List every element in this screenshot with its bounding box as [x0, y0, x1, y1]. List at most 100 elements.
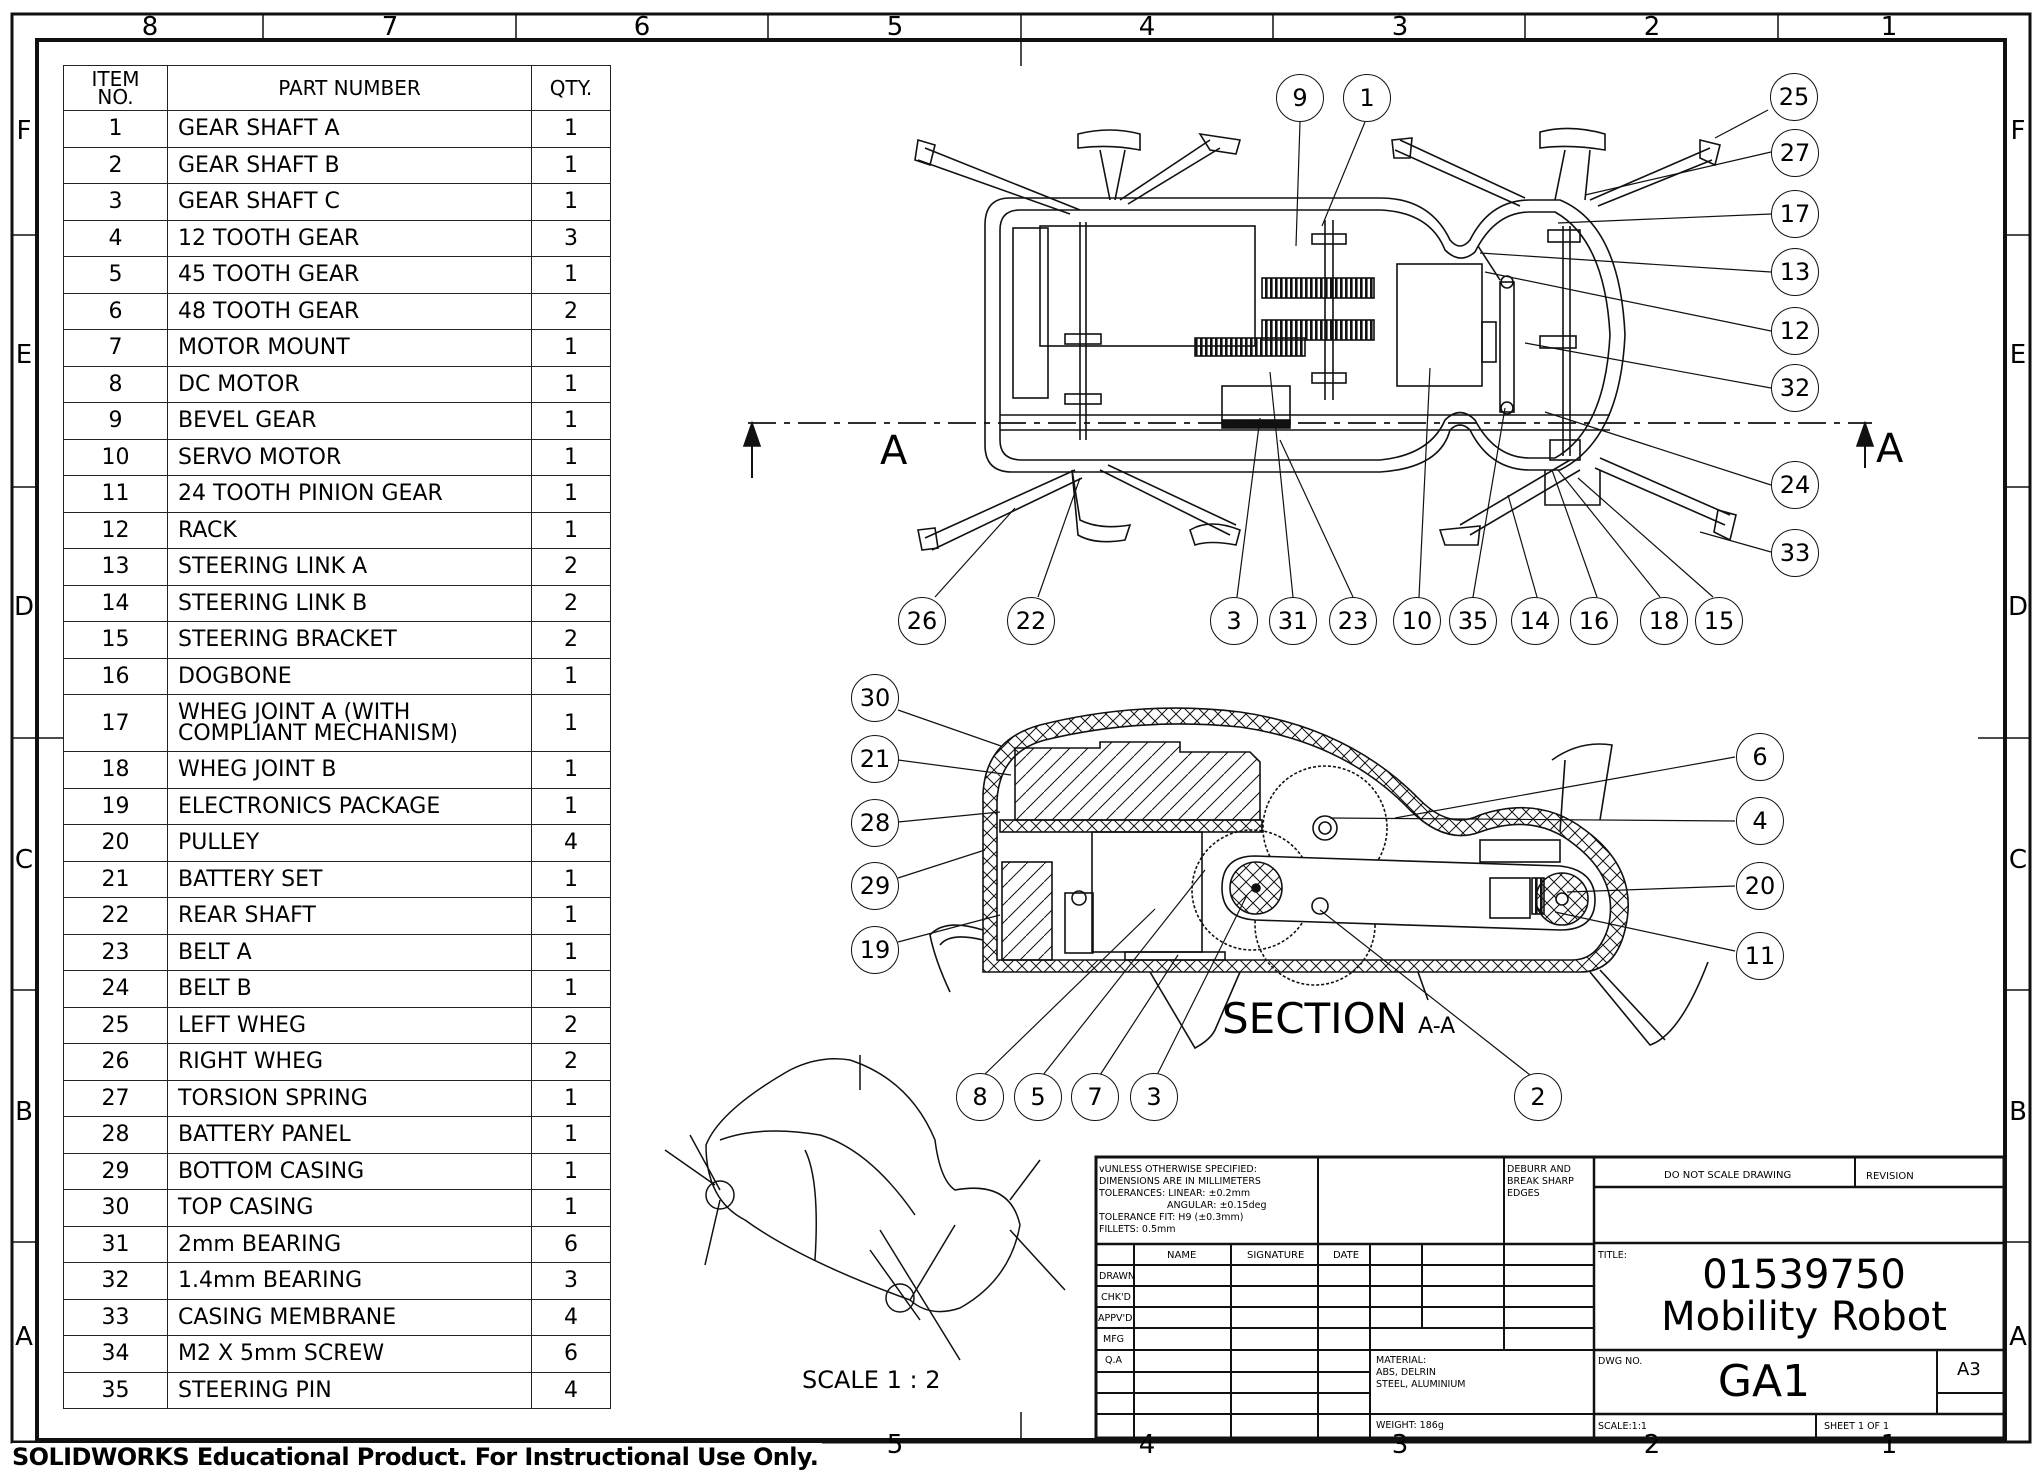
balloon: 27 [1771, 129, 1819, 177]
note-line: TOLERANCES: LINEAR: ±0.2mm [1099, 1188, 1251, 1199]
bom-part-number: STEERING LINK A [167, 548, 532, 586]
balloon: 4 [1736, 797, 1784, 845]
deburr-note: DEBURR AND BREAK SHARP EDGES [1507, 1164, 1574, 1200]
zone-label-right: D [2007, 592, 2029, 622]
bom-qty: 1 [531, 365, 611, 403]
row-label-approved: APPV'D [1098, 1313, 1133, 1324]
bom-qty: 1 [531, 787, 611, 825]
bom-item-no: 31 [63, 1225, 168, 1263]
bom-item-no: 24 [63, 970, 168, 1008]
bom-qty: 2 [531, 1006, 611, 1044]
balloon: 10 [1393, 597, 1441, 645]
bom-item-no: 23 [63, 933, 168, 971]
bom-part-number: STEERING BRACKET [167, 621, 532, 659]
bom-qty: 1 [531, 694, 611, 752]
bom-qty: 1 [531, 146, 611, 184]
note-line: DIMENSIONS ARE IN MILLIMETERS [1099, 1176, 1261, 1187]
iso-view-scale-label: SCALE 1 : 2 [802, 1366, 941, 1394]
zone-label-top: 7 [381, 12, 399, 42]
bom-item-no: 8 [63, 365, 168, 403]
bom-header-row: ITEM NO. PART NUMBER QTY. [63, 65, 611, 111]
section-title: SECTION [1222, 994, 1408, 1043]
zone-label-left: C [14, 845, 34, 875]
zone-label-left: F [16, 116, 32, 146]
title-label: TITLE: [1598, 1250, 1627, 1261]
balloon: 17 [1771, 190, 1819, 238]
zone-label-top: 4 [1138, 12, 1156, 42]
bom-part-number: M2 X 5mm SCREW [167, 1335, 532, 1373]
solidworks-watermark: SOLIDWORKS Educational Product. For Inst… [12, 1443, 823, 1471]
bom-part-number: GEAR SHAFT A [167, 110, 532, 148]
zone-label-right: C [2008, 845, 2028, 875]
bom-item-no: 1 [63, 110, 168, 148]
bom-qty: 3 [531, 219, 611, 257]
zone-label-bottom: 1 [1880, 1430, 1898, 1460]
balloon: 5 [1014, 1073, 1062, 1121]
balloon: 26 [898, 597, 946, 645]
bom-qty: 1 [531, 438, 611, 476]
zone-label-right: E [2009, 340, 2027, 370]
drawing-title: 01539750 Mobility Robot [1594, 1254, 2014, 1338]
zone-label-bottom: 4 [1138, 1430, 1156, 1460]
bom-part-number: REAR SHAFT [167, 897, 532, 935]
bom-qty: 1 [531, 970, 611, 1008]
bom-item-no: 20 [63, 824, 168, 862]
bom-item-no: 18 [63, 751, 168, 789]
bom-part-number: 48 TOOTH GEAR [167, 292, 532, 330]
bom-item-no: 14 [63, 584, 168, 622]
do-not-scale-label: DO NOT SCALE DRAWING [1664, 1170, 1792, 1181]
bom-item-no: 15 [63, 621, 168, 659]
bom-item-no: 11 [63, 475, 168, 513]
zone-label-bottom: 3 [1391, 1430, 1409, 1460]
bom-part-number: WHEG JOINT A (WITH COMPLIANT MECHANISM) [167, 694, 532, 752]
bom-item-no: 17 [63, 694, 168, 752]
balloon: 12 [1771, 307, 1819, 355]
drawing-title-line2: Mobility Robot [1661, 1294, 1947, 1340]
bom-part-number: BEVEL GEAR [167, 402, 532, 440]
balloon: 14 [1511, 597, 1559, 645]
bom-qty: 1 [531, 183, 611, 221]
zone-label-left: A [15, 1322, 33, 1352]
bom-qty: 2 [531, 621, 611, 659]
zone-label-top: 1 [1880, 12, 1898, 42]
deburr-line: BREAK SHARP [1507, 1176, 1574, 1187]
section-view-title: SECTION A-A [1222, 994, 1455, 1043]
section-subtitle: A-A [1418, 1014, 1456, 1039]
balloon: 35 [1449, 597, 1497, 645]
section-marker-right: A [1876, 426, 1904, 472]
bom-item-no: 10 [63, 438, 168, 476]
bom-qty: 1 [531, 511, 611, 549]
bom-item-no: 3 [63, 183, 168, 221]
bom-item-no: 25 [63, 1006, 168, 1044]
bom-item-no: 19 [63, 787, 168, 825]
bom-item-no: 30 [63, 1189, 168, 1227]
bom-part-number: BOTTOM CASING [167, 1152, 532, 1190]
zone-label-top: 6 [633, 12, 651, 42]
bom-qty: 1 [531, 860, 611, 898]
bom-part-number: MOTOR MOUNT [167, 329, 532, 367]
note-line: TOLERANCE FIT: H9 (±0.3mm) [1099, 1212, 1244, 1223]
drawing-title-line1: 01539750 [1702, 1252, 1906, 1298]
bom-part-number: RIGHT WHEG [167, 1043, 532, 1081]
bom-item-no: 26 [63, 1043, 168, 1081]
zone-label-top: 8 [141, 12, 159, 42]
scale-label: SCALE:1:1 [1598, 1421, 1647, 1432]
balloon: 33 [1771, 529, 1819, 577]
material-block: MATERIAL: ABS, DELRIN STEEL, ALUMINIUM [1376, 1355, 1466, 1391]
section-view-drawing [929, 707, 1709, 1050]
bom-item-no: 29 [63, 1152, 168, 1190]
bom-qty: 1 [531, 897, 611, 935]
bom-qty: 1 [531, 402, 611, 440]
balloon: 11 [1736, 932, 1784, 980]
bom-part-number: BATTERY PANEL [167, 1116, 532, 1154]
bom-qty: 1 [531, 657, 611, 695]
bom-part-number: 12 TOOTH GEAR [167, 219, 532, 257]
